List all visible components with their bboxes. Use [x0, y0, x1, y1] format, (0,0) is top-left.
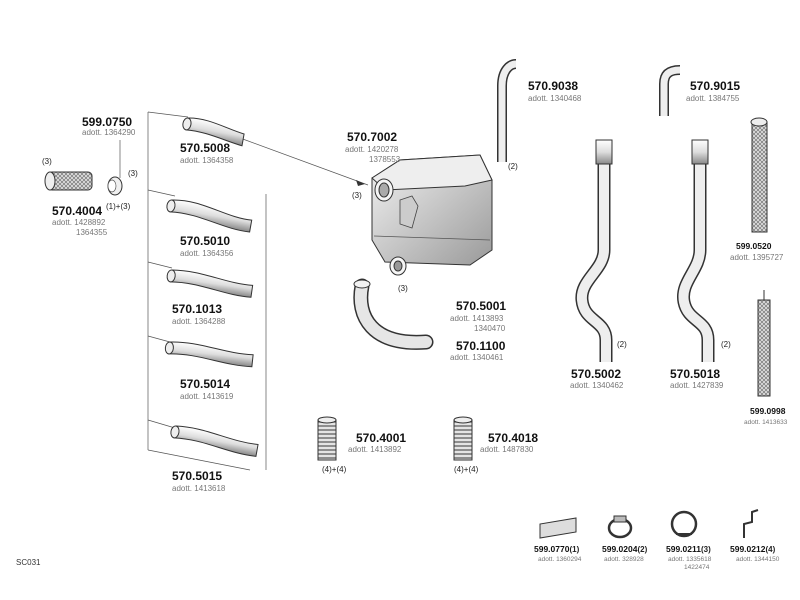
part-qty: (3) — [700, 545, 711, 554]
pipe-570-5001 — [353, 278, 434, 350]
part-code: 570.7002 — [347, 130, 398, 144]
part-ref: adott. 1487830 — [480, 445, 534, 454]
clamp-599-0211 — [670, 510, 698, 538]
part-code: 599.0212(4) — [730, 545, 775, 554]
tailpipe-570-9015 — [659, 65, 681, 116]
part-code-text: 599.0212 — [730, 544, 766, 554]
part-code: 599.0750 — [82, 115, 133, 129]
part-ref: adott. 1420278 — [345, 145, 399, 154]
part-code: 570.5015 — [172, 469, 223, 483]
part-ref: adott. 1344150 — [736, 556, 780, 563]
part-ref: 1378553 — [369, 155, 401, 164]
qty-mark: (2) — [721, 340, 731, 349]
part-ref: adott. 1364290 — [82, 128, 136, 137]
pipe-570-5008 — [182, 117, 245, 147]
part-code: 599.0998 — [750, 406, 786, 416]
flex-hose-599-0998 — [757, 290, 771, 397]
part-code: 570.1013 — [172, 302, 223, 316]
qty-mark: (4)+(4) — [322, 465, 347, 474]
part-code: 570.5001 — [456, 299, 507, 313]
part-ref: adott. 1413633 — [744, 419, 788, 426]
part-ref: 1364355 — [76, 228, 108, 237]
part-code: 570.5008 — [180, 141, 231, 155]
pipe-570-5014 — [164, 341, 254, 368]
part-ref: adott. 1364358 — [180, 156, 234, 165]
flex-hose-599-0520 — [750, 117, 768, 233]
part-code: 599.0520 — [736, 241, 772, 251]
part-qty: (1) — [569, 545, 580, 554]
bracket-599-0770 — [539, 517, 577, 539]
part-ref: adott. 1340462 — [570, 381, 624, 390]
flex-pipe-570-4004 — [44, 171, 93, 191]
qty-mark: (4)+(4) — [454, 465, 479, 474]
clamp-599-0750 — [107, 176, 123, 196]
part-ref: adott. 1395727 — [730, 253, 784, 262]
part-code: 570.9038 — [528, 79, 579, 93]
clamp-599-0204 — [607, 515, 633, 539]
part-qty: (4) — [765, 545, 776, 554]
qty-mark: (3) — [398, 284, 408, 293]
pipe-570-5010 — [166, 199, 253, 233]
part-code: 570.1100 — [456, 339, 506, 353]
qty-mark: (3) — [352, 191, 362, 200]
part-code: 570.4004 — [52, 204, 103, 218]
qty-mark: (2) — [617, 340, 627, 349]
part-ref: adott. 1413893 — [450, 314, 504, 323]
part-code-text: 599.0204 — [602, 544, 638, 554]
part-code-text: 599.0211 — [666, 544, 701, 554]
part-ref: adott. 1413618 — [172, 484, 226, 493]
part-qty: (2) — [637, 545, 648, 554]
part-ref: adott. 1413892 — [348, 445, 402, 454]
arrow — [356, 180, 365, 186]
pipe-570-5018 — [677, 139, 715, 362]
part-code-text: 599.0770 — [534, 544, 570, 554]
part-code: 599.0204(2) — [602, 545, 647, 554]
part-ref: adott. 1360294 — [538, 556, 582, 563]
bracket-599-0212 — [743, 509, 759, 538]
pipe-570-5002 — [575, 139, 613, 362]
part-code: 570.5010 — [180, 234, 231, 248]
part-ref: adott. 1428892 — [52, 218, 106, 227]
part-code: 570.4018 — [488, 431, 539, 445]
part-code: 570.5014 — [180, 377, 231, 391]
part-ref: adott. 1427839 — [670, 381, 724, 390]
sheet-id: SC031 — [16, 558, 41, 567]
qty-mark: (1)+(3) — [106, 202, 131, 211]
part-ref: adott. 1384755 — [686, 94, 740, 103]
part-code: 599.0770(1) — [534, 545, 579, 554]
qty-mark: (3) — [128, 169, 138, 178]
part-ref: 1422474 — [684, 564, 710, 571]
part-ref: adott. 1364356 — [180, 249, 234, 258]
part-code: 570.4001 — [356, 431, 407, 445]
part-ref: 1340470 — [474, 324, 506, 333]
qty-mark: (2) — [508, 162, 518, 171]
part-ref: adott. 1413619 — [180, 392, 234, 401]
part-code: 570.5018 — [670, 367, 721, 381]
part-ref: adott. 328928 — [604, 556, 644, 563]
part-ref: adott. 1340461 — [450, 353, 504, 362]
part-code: 570.5002 — [571, 367, 622, 381]
connector-lines — [119, 111, 369, 471]
part-ref: adott. 1340468 — [528, 94, 582, 103]
pipe-570-5015 — [170, 425, 259, 457]
part-ref: adott. 1364288 — [172, 317, 226, 326]
part-code: 570.9015 — [690, 79, 741, 93]
qty-mark: (3) — [42, 157, 52, 166]
muffler-570-7002 — [371, 154, 493, 276]
part-ref: adott. 1335618 — [668, 556, 712, 563]
part-code: 599.0211(3) — [666, 545, 711, 554]
bellows-570-4018 — [453, 416, 473, 461]
tailpipe-570-9038 — [497, 59, 517, 162]
pipe-570-1013 — [166, 269, 254, 298]
bellows-570-4001 — [317, 416, 337, 461]
